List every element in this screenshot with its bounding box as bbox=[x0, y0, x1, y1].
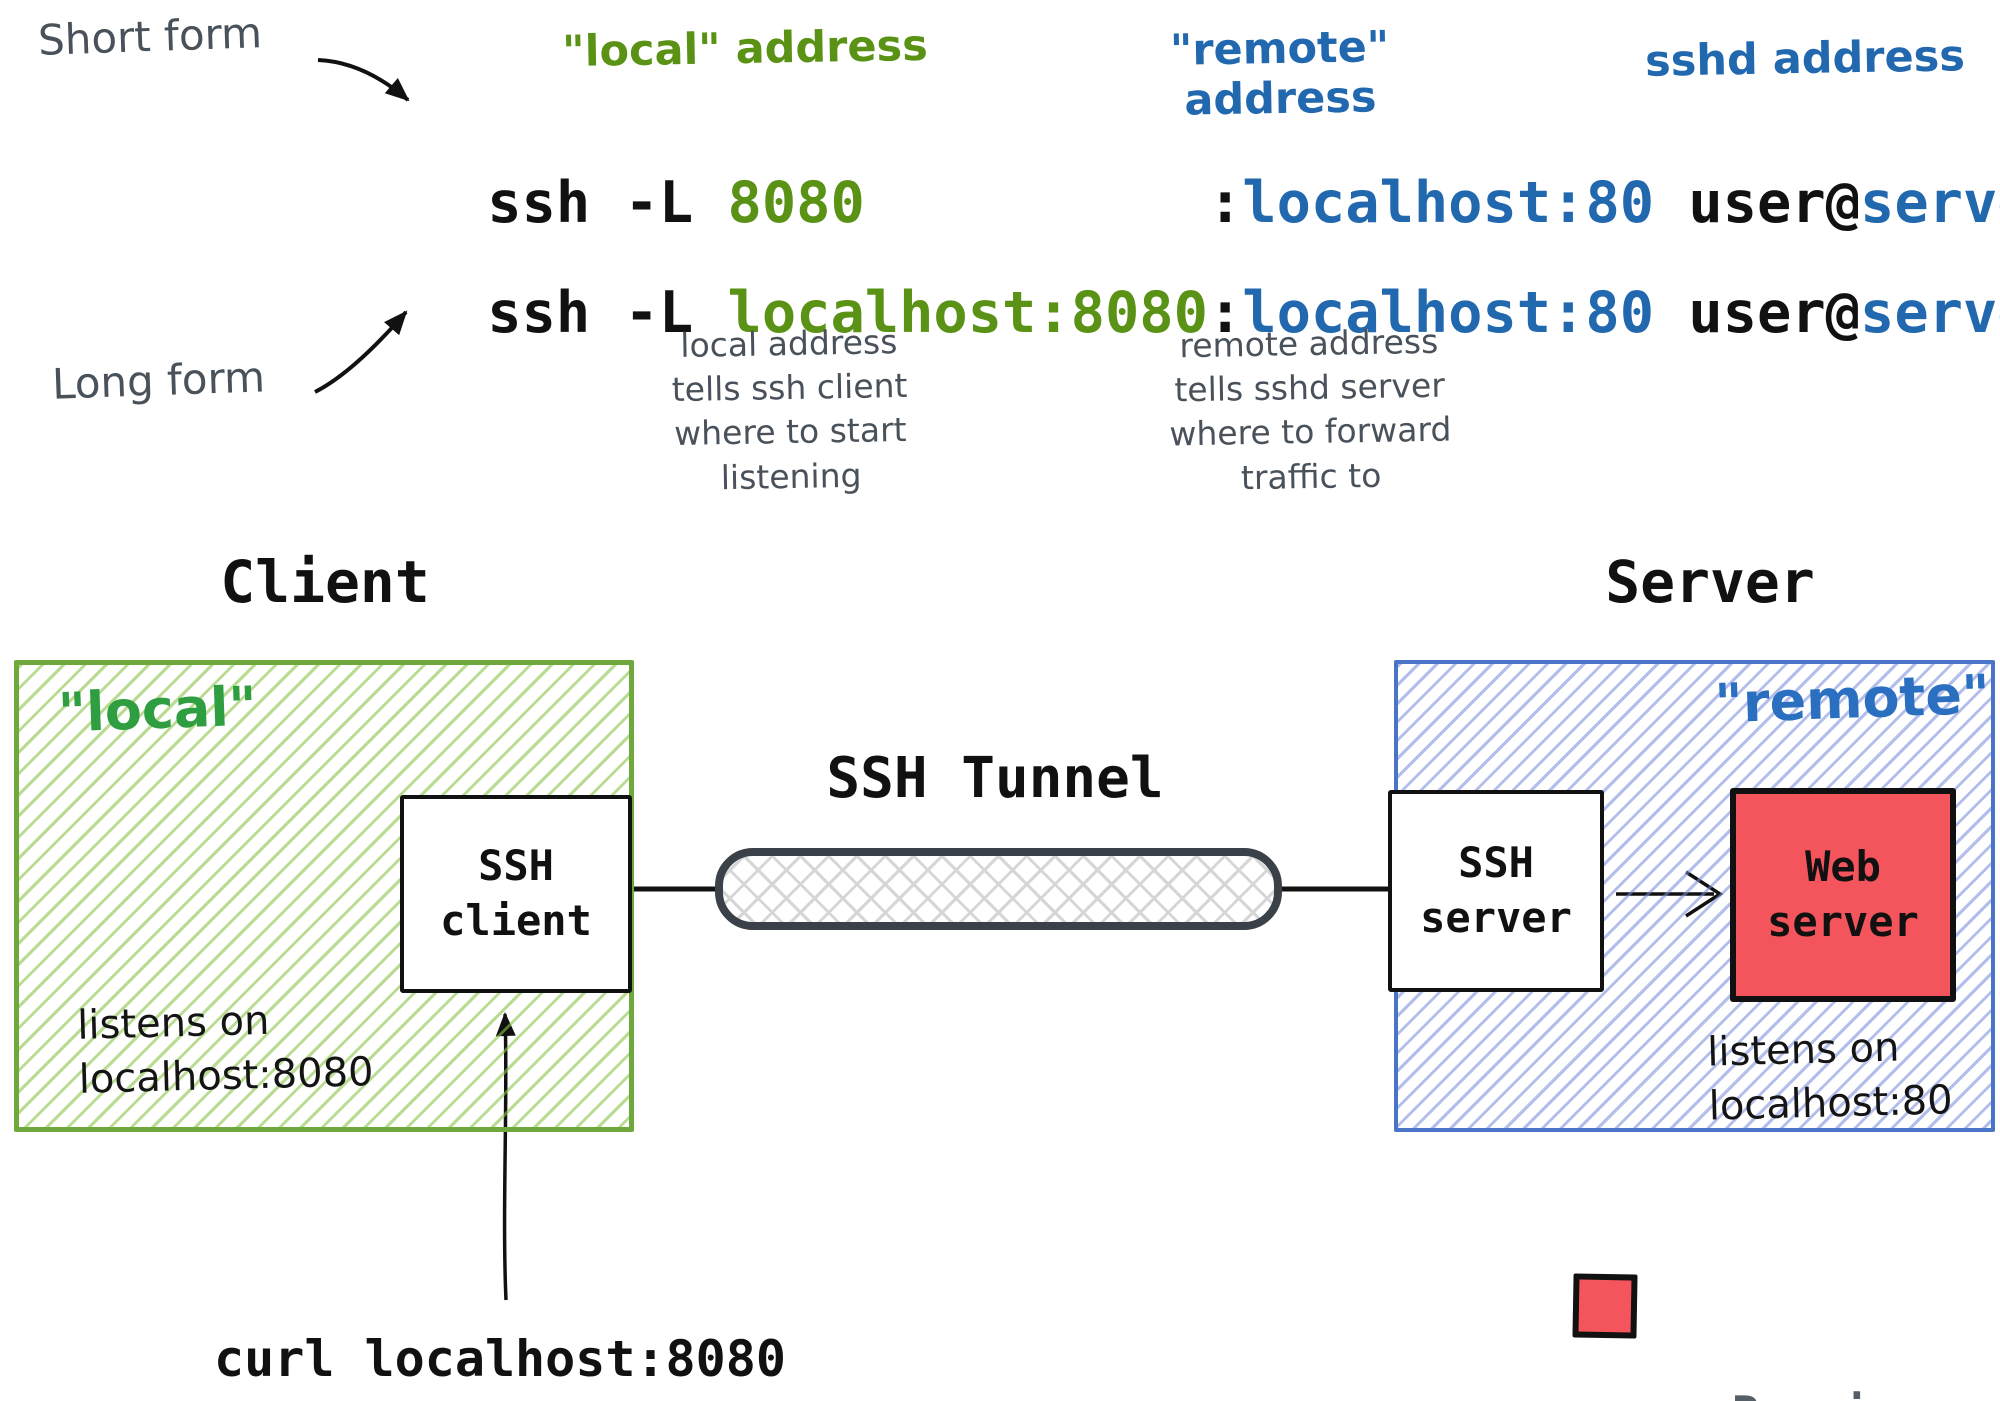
ssh-client-label-line: client bbox=[440, 896, 592, 945]
cmd2-server: server bbox=[1860, 280, 2000, 346]
ssh-client-label-line: SSH bbox=[478, 841, 554, 891]
web-server-label-line: server bbox=[1767, 897, 1919, 946]
header-local-address: "local" address bbox=[561, 20, 929, 78]
client-zone-label: "local" bbox=[56, 674, 258, 745]
ssh-tunnel-label: SSH Tunnel bbox=[826, 746, 1164, 811]
cmd2-local-address: localhost:8080 bbox=[727, 280, 1208, 346]
cmd1-user: user@ bbox=[1688, 170, 1861, 236]
annotation-line: traffic to bbox=[1240, 455, 1382, 497]
short-form-label: Short form bbox=[37, 8, 263, 65]
note-line: listens on bbox=[76, 997, 270, 1049]
remote-address-annotation: remote address tells sshd server where t… bbox=[1108, 319, 1511, 503]
annotation-line: local address bbox=[679, 322, 898, 365]
ssh-server-box: SSH server bbox=[1388, 790, 1604, 992]
server-zone-label: "remote" bbox=[1713, 662, 1992, 736]
note-line: listens on bbox=[1706, 1024, 1900, 1076]
annotation-line: where to forward bbox=[1169, 409, 1452, 454]
client-listen-note: listens on localhost:8080 bbox=[77, 991, 375, 1107]
precious-resource-swatch bbox=[1572, 1273, 1638, 1339]
cmd2-colon: : bbox=[1207, 280, 1243, 346]
annotation-line: where to start bbox=[673, 410, 907, 454]
legend-line: - Precious bbox=[1676, 1384, 1953, 1401]
note-line: localhost:80 bbox=[1708, 1077, 1954, 1130]
ssh-server-label-line: SSH bbox=[1458, 838, 1534, 888]
ssh-command-short-form: ssh -L 8080 :localhost:80 user@server bbox=[350, 104, 2000, 302]
header-sshd-address: sshd address bbox=[1644, 31, 1966, 87]
note-line: localhost:8080 bbox=[78, 1049, 375, 1103]
cmd2-remote-address: localhost:80 bbox=[1242, 280, 1655, 346]
cmd1-colon: : bbox=[1207, 170, 1243, 236]
cmd2-user: user@ bbox=[1688, 280, 1860, 346]
ssh-tunnel-pipe bbox=[715, 848, 1282, 930]
cmd1-server: server bbox=[1860, 170, 2000, 236]
local-address-annotation: local address tells ssh client where to … bbox=[588, 319, 991, 503]
cmd1-remote-address: localhost:80 bbox=[1242, 170, 1655, 236]
server-listen-note: listens on localhost:80 bbox=[1707, 1018, 1990, 1133]
web-server-box: Web server bbox=[1730, 788, 1956, 1002]
ssh-server-label-line: server bbox=[1420, 893, 1572, 942]
long-form-label: Long form bbox=[51, 352, 266, 409]
server-title: Server bbox=[1605, 548, 1815, 616]
cmd2-prefix: ssh -L bbox=[487, 280, 728, 346]
annotation-line: listening bbox=[720, 455, 862, 497]
curl-command: curl localhost:8080 bbox=[214, 1330, 786, 1388]
short-form-arrow bbox=[317, 58, 410, 102]
legend-label: - Precious resource bbox=[1676, 1264, 1953, 1401]
annotation-line: remote address bbox=[1179, 321, 1439, 366]
web-server-label-line: Web bbox=[1805, 842, 1881, 892]
cmd2-space bbox=[1654, 280, 1688, 346]
cmd1-local-address: 8080 bbox=[727, 170, 865, 236]
ssh-client-box: SSH client bbox=[400, 795, 632, 993]
client-title: Client bbox=[220, 548, 430, 616]
annotation-line: tells sshd server bbox=[1174, 365, 1446, 410]
ssh-command-long-form: ssh -L localhost:8080:localhost:80 user@… bbox=[350, 214, 2000, 412]
annotation-line: tells ssh client bbox=[671, 366, 908, 410]
cmd1-prefix: ssh -L bbox=[487, 170, 728, 236]
